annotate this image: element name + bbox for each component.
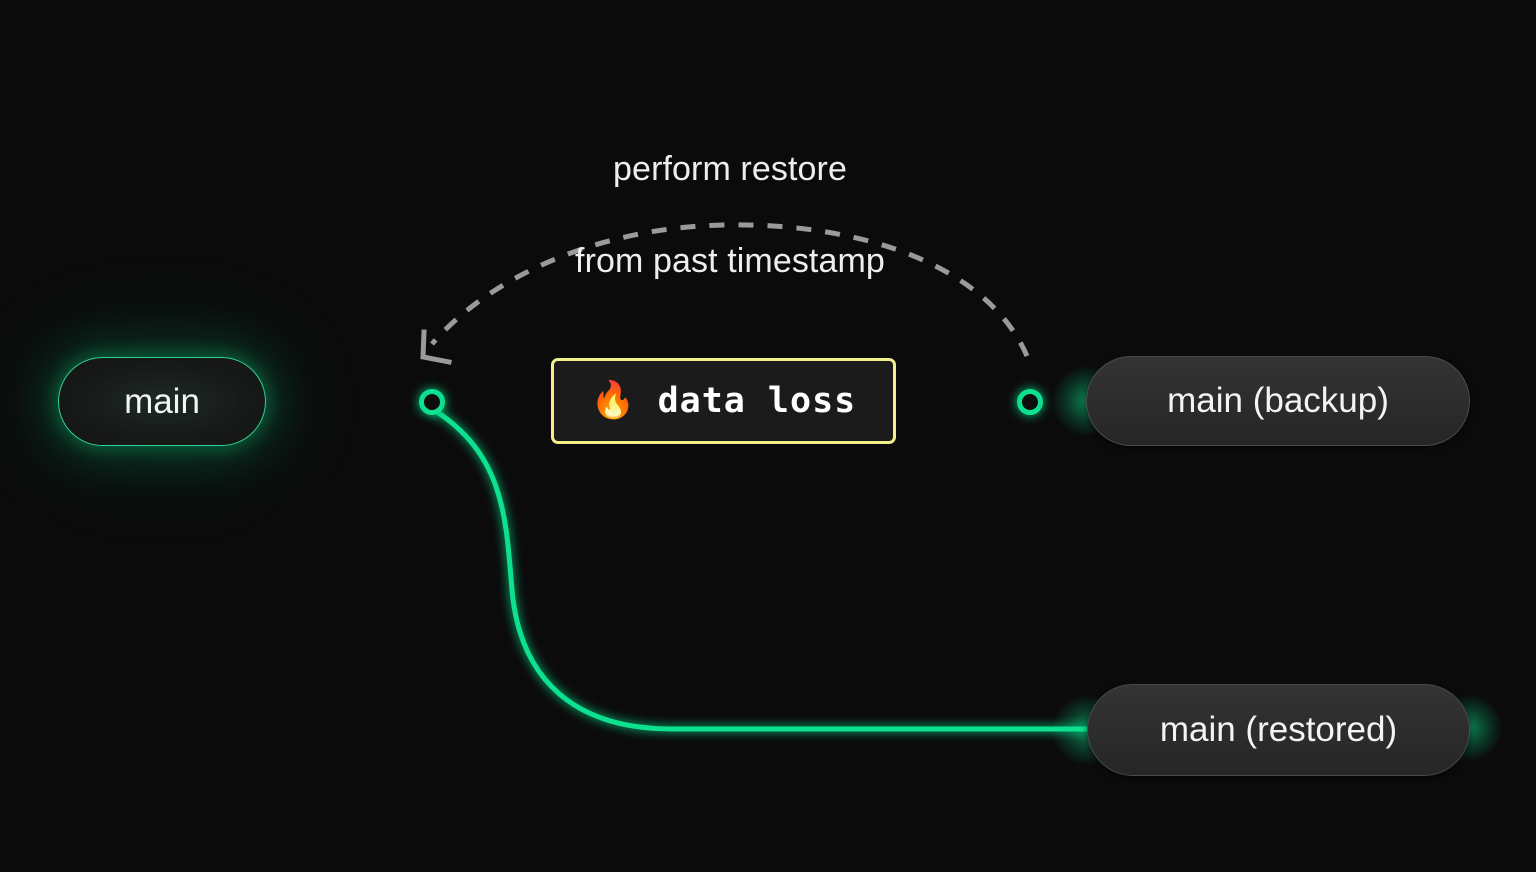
node-main-restored-label: main (restored) <box>1159 710 1398 749</box>
data-loss-badge: 🔥 data loss <box>551 358 896 444</box>
end-point-marker <box>1017 389 1043 415</box>
node-main-label: main <box>124 381 200 421</box>
restore-annotation: perform restore from past timestamp <box>0 100 1460 330</box>
branch-point-marker <box>419 389 445 415</box>
data-loss-label: data loss <box>657 381 857 421</box>
edge-branch-to-restored <box>431 407 1090 732</box>
fire-emoji: 🔥 <box>590 380 636 421</box>
node-main-backup[interactable]: main (backup) <box>1086 356 1470 446</box>
node-main-restored[interactable]: main (restored) <box>1087 684 1470 776</box>
restore-arrow-head <box>420 329 452 365</box>
node-main[interactable]: main <box>58 357 266 446</box>
node-main-backup-label: main (backup) <box>1167 381 1389 420</box>
annotation-line-2: from past timestamp <box>575 242 885 280</box>
annotation-line-1: perform restore <box>613 150 847 188</box>
